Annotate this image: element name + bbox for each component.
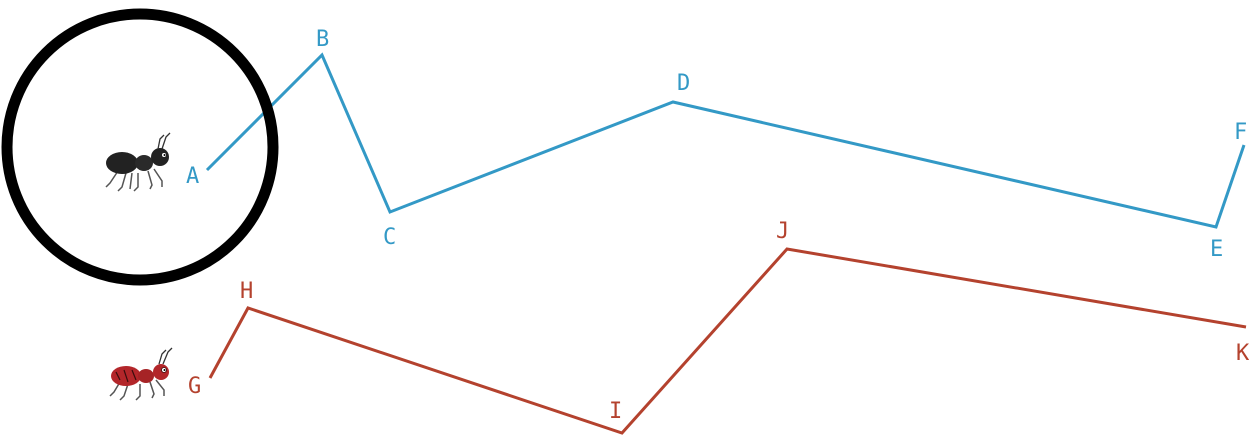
upper-path-line <box>205 52 1246 229</box>
lower-path-line <box>208 247 1247 435</box>
point-label-c: C <box>383 225 396 250</box>
red-ant-icon <box>109 347 173 401</box>
circle-highlight <box>1 8 279 286</box>
point-label-a: A <box>186 164 199 189</box>
point-label-d: D <box>677 71 690 96</box>
lower-path: G H I J K <box>188 219 1249 435</box>
point-label-b: B <box>316 27 329 52</box>
point-label-f: F <box>1234 120 1247 145</box>
point-label-h: H <box>240 279 253 304</box>
point-label-j: J <box>776 219 789 244</box>
point-label-g: G <box>188 374 201 399</box>
point-label-e: E <box>1210 237 1223 262</box>
upper-path: A B C D E F <box>186 27 1247 262</box>
point-label-i: I <box>609 399 622 424</box>
point-label-k: K <box>1236 341 1249 366</box>
black-ant-icon <box>105 132 171 192</box>
